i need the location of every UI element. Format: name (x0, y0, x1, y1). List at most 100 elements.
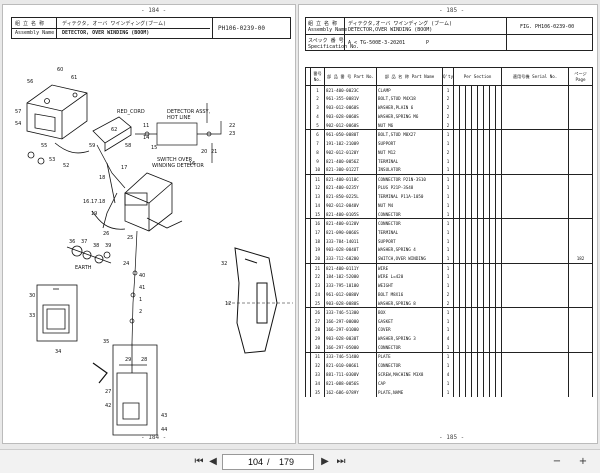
row-qty: 1 (441, 165, 455, 175)
row-item-no: 12 (310, 183, 325, 193)
row-part-name: WASHER,SPRING M6 (376, 112, 443, 122)
row-part-name: SCREW,MACHINE M3X8 (376, 370, 443, 379)
row-part-no: 821-850-0225L (324, 192, 377, 202)
callout: 58 (125, 143, 131, 149)
next-page-icon[interactable]: ▶ (321, 456, 329, 467)
row-part-name: CLAMP (376, 85, 443, 95)
left-page: - 184 - 組 立 名 称 Assembly Name ディテクタ, オーバ… (2, 4, 296, 444)
row-item-no: 20 (310, 254, 325, 264)
row-page-ref (568, 298, 593, 308)
row-serial (501, 121, 569, 130)
row-serial (501, 281, 569, 290)
right-page-top-number: - 185 - (439, 7, 465, 14)
callout: 37 (81, 239, 87, 245)
row-qty: 4 (441, 334, 455, 344)
row-item-no: 26 (310, 307, 325, 317)
row-item-no: 25 (310, 298, 325, 308)
callout: 38 (93, 243, 99, 249)
row-qty: 1 (441, 378, 455, 388)
row-page-ref (568, 325, 593, 335)
row-page-ref (568, 165, 593, 175)
row-page-ref (568, 156, 593, 166)
zoom-out-icon[interactable]: − (552, 456, 562, 467)
row-part-no: 333-746-51400 (324, 351, 377, 362)
row-page-ref (568, 85, 593, 95)
row-part-name: PLATE (376, 351, 443, 362)
row-section-cell (495, 262, 503, 273)
row-page-ref (568, 103, 593, 113)
row-qty: 1 (441, 156, 455, 166)
right-page: - 185 - 組 立 名 称 Assembly Name ディテクタ,オーバ … (298, 4, 598, 444)
right-page-bottom-number: - 185 - (439, 434, 465, 441)
row-section-cell (495, 129, 503, 139)
page-navigator: / 179 (222, 454, 314, 470)
row-part-name: NUT M12 (376, 147, 443, 157)
row-part-no: 903-028-0080S (324, 298, 377, 308)
row-part-name: SUPPORT (376, 236, 443, 246)
row-item-no: 5 (310, 121, 325, 130)
row-part-no: 903-028-0060S (324, 112, 377, 122)
assembly-title-jp: ディテクタ, オーバ ワインディング(ブーム) (62, 21, 166, 27)
row-part-no: 821-400-0111Y (324, 262, 377, 273)
row-part-name: TERMINAL (376, 227, 443, 237)
diagram-svg: DETECTOR ASSY, HOT LINE RED_CORD SWITCH … (15, 67, 293, 436)
row-page-ref (568, 192, 593, 202)
zoom-in-icon[interactable]: + (578, 456, 588, 467)
first-page-icon[interactable]: ⏮ (194, 456, 204, 467)
row-part-no: 333-712-60200 (324, 254, 377, 264)
row-part-no: 903-028-0040T (324, 245, 377, 255)
row-item-no: 33 (310, 370, 325, 379)
row-section-cell (495, 156, 503, 166)
row-part-no: 166-297-01000 (324, 325, 377, 335)
row-qty: 2 (441, 298, 455, 308)
row-qty: 1 (441, 262, 455, 273)
row-section-cell (495, 245, 503, 255)
prev-page-icon[interactable]: ◀ (209, 456, 217, 467)
row-part-no: 902-012-0060S (324, 121, 377, 130)
row-part-no: 333-784-14011 (324, 236, 377, 246)
row-section-cell (495, 192, 503, 202)
row-page-ref (568, 351, 593, 362)
row-part-name: CONNECTOR (376, 361, 443, 370)
row-part-name: SUPPORT (376, 138, 443, 148)
row-qty: 1 (441, 201, 455, 210)
row-item-no: 23 (310, 281, 325, 290)
row-part-no: 162-686-0789Y (324, 387, 377, 397)
row-section-cell (495, 183, 503, 193)
row-serial (501, 147, 569, 157)
row-part-name: COVER (376, 325, 443, 335)
row-qty: 2 (441, 289, 455, 299)
row-page-ref (568, 361, 593, 370)
left-page-bottom-number: - 184 - (141, 434, 167, 441)
row-section-cell (495, 351, 503, 362)
row-serial (501, 387, 569, 397)
last-page-icon[interactable]: ⏭ (336, 456, 346, 467)
row-qty: 1 (441, 272, 455, 282)
row-section-cell (495, 94, 503, 104)
row-item-no: 19 (310, 245, 325, 255)
row-qty: 1 (441, 236, 455, 246)
row-part-no: 821-090-0066S (324, 227, 377, 237)
row-section-cell (495, 147, 503, 157)
row-serial (501, 138, 569, 148)
callout: 29 (125, 357, 131, 363)
row-section-cell (495, 334, 503, 344)
callout: 27 (105, 389, 111, 395)
row-part-name: PLATE,NAME (376, 387, 443, 397)
row-part-name: WASHER,PLAIN 6 (376, 103, 443, 113)
row-serial (501, 343, 569, 353)
row-serial (501, 156, 569, 166)
row-section-cell (495, 173, 503, 184)
row-serial (501, 227, 569, 237)
parts-table-header: 番号 No. 部 品 番 号 Part No. 部 品 名 称 Part Nam… (305, 67, 593, 86)
row-section-cell (495, 298, 503, 308)
row-section-cell (495, 236, 503, 246)
current-page-input[interactable] (227, 456, 263, 468)
row-serial (501, 112, 569, 122)
